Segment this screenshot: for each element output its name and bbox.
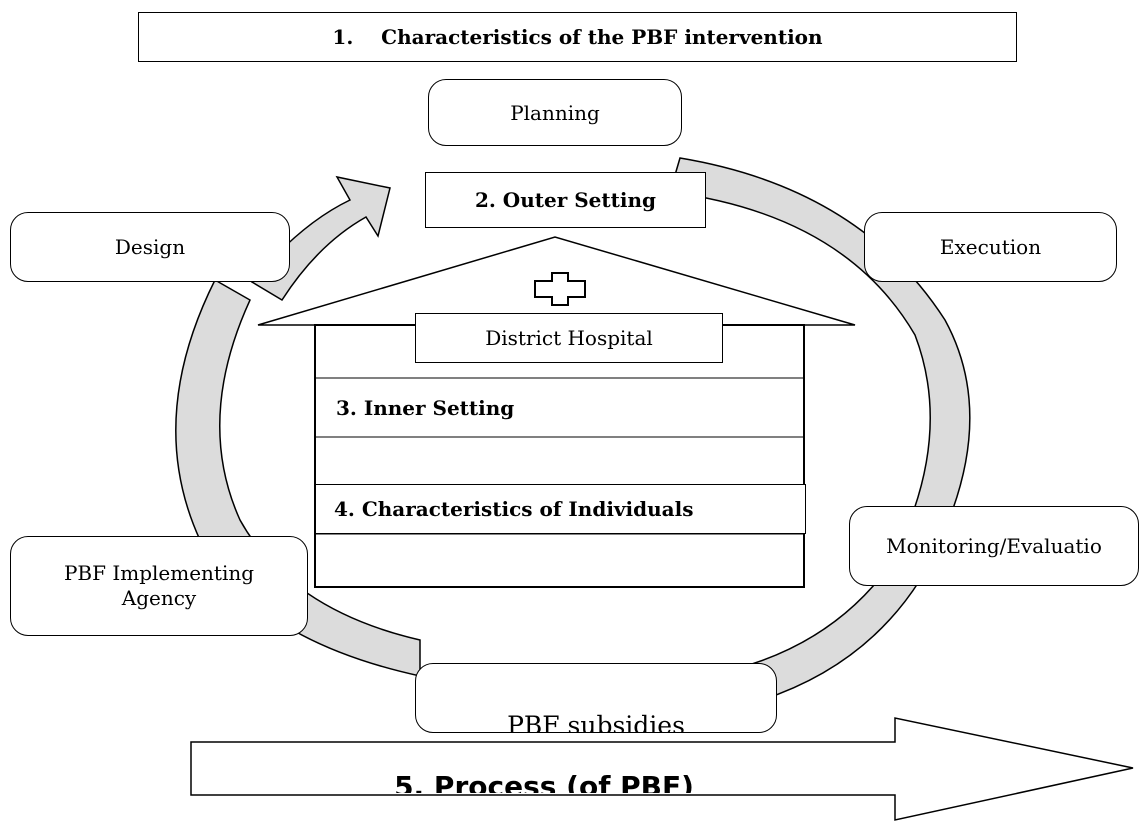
monitoring-box: Monitoring/Evaluatio bbox=[849, 506, 1139, 586]
title-box: 1. Characteristics of the PBF interventi… bbox=[138, 12, 1017, 62]
district-hospital-box: District Hospital bbox=[415, 313, 723, 363]
inner-setting-label: 3. Inner Setting bbox=[336, 396, 515, 420]
execution-box: Execution bbox=[864, 212, 1117, 282]
outer-setting-label: 2. Outer Setting bbox=[474, 188, 657, 212]
agency-box: PBF Implementing Agency bbox=[10, 536, 308, 636]
design-label: Design bbox=[114, 235, 186, 259]
title-text: 1. Characteristics of the PBF interventi… bbox=[332, 25, 823, 49]
characteristics-individuals-label: 4. Characteristics of Individuals bbox=[334, 497, 694, 521]
subsidies-box: PBF subsidies bbox=[415, 663, 777, 733]
house-body bbox=[314, 324, 805, 588]
district-hospital-label: District Hospital bbox=[485, 326, 653, 350]
monitoring-label: Monitoring/Evaluatio bbox=[886, 534, 1102, 558]
process-label: 5. Process (of PBF) bbox=[394, 770, 694, 793]
planning-box: Planning bbox=[428, 79, 682, 146]
execution-label: Execution bbox=[939, 235, 1042, 259]
outer-setting-box: 2. Outer Setting bbox=[425, 172, 706, 228]
characteristics-individuals-box: 4. Characteristics of Individuals bbox=[315, 484, 806, 534]
design-box: Design bbox=[10, 212, 290, 282]
process-label-box: 5. Process (of PBF) bbox=[191, 743, 897, 793]
cross-icon bbox=[534, 272, 586, 306]
process-arrow bbox=[190, 717, 1134, 821]
planning-label: Planning bbox=[510, 100, 600, 125]
inner-setting-label-box: 3. Inner Setting bbox=[318, 382, 798, 434]
subsidies-label: PBF subsidies bbox=[507, 711, 685, 733]
agency-label: PBF Implementing Agency bbox=[63, 561, 255, 610]
